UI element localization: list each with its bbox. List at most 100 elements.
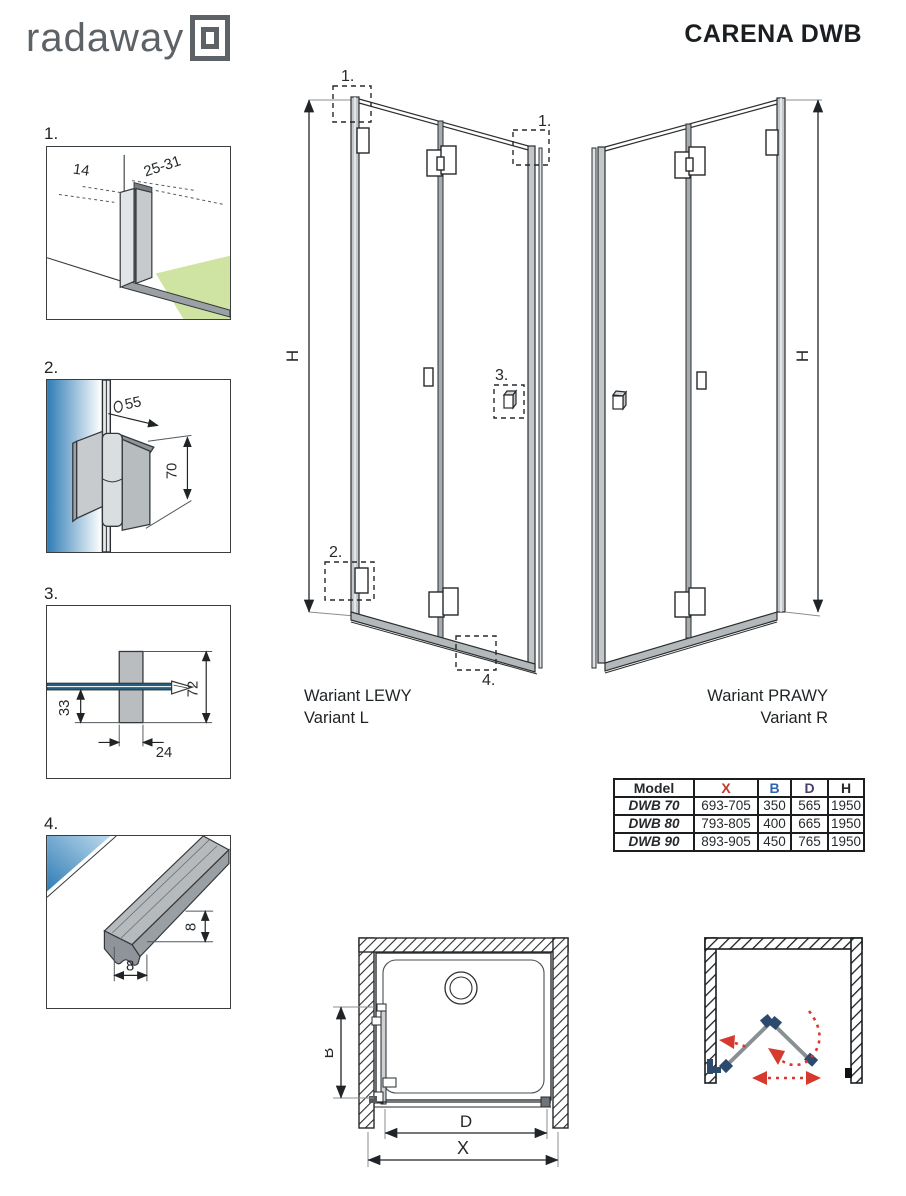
glass-edge-line [47,836,117,898]
b-cell: 400 [757,814,792,834]
h-cell: 1950 [826,832,866,852]
glass-corner [47,836,111,892]
walls [704,937,863,1084]
detail-2-label: 2. [44,358,59,377]
table-row: DWB 90 893-905 450 765 1950 [613,832,866,852]
wall-pivot-bracket [710,1067,721,1073]
hinge-dot [718,1058,734,1074]
d-cell: 765 [790,832,829,852]
glass-panel-edge [47,680,195,695]
logo-text: radaway [26,16,185,60]
d-cell: 665 [790,814,829,834]
dim-leader-lines [58,180,224,205]
hinge-body [72,430,155,532]
height-dimension: H [285,99,358,617]
page-title: CARENA DWB [684,20,862,48]
x-cell: 693-705 [693,796,759,816]
callout-1a: 1. [341,68,354,85]
wall-pivot-bracket [707,1059,713,1074]
wall-stub [845,1068,852,1078]
height-dimension: H [784,99,824,617]
wall-profile-bars [119,181,153,289]
walls [358,937,569,1129]
detail-1-wall-profile: 14 25-31 [46,146,231,320]
col-b: B [757,778,792,798]
hinge-dot [767,1015,783,1031]
detail-1-dim-14: 14 [72,162,91,180]
callout-4: 4. [482,672,495,689]
height-label-right: H [793,350,812,362]
variant-left-caption-en: Variant L [304,708,369,727]
h-cell: 1950 [826,796,866,816]
detail-3-dim-24: 24 [156,745,172,761]
detail-2-dim-70: 70 [165,463,181,479]
door-structure [350,96,543,675]
logo-square-inner [201,27,220,49]
variant-right-caption-pl: Wariant PRAWY [707,687,828,705]
detail-3-dims: 72 33 24 [57,650,213,761]
floor-green [155,255,230,319]
detail-3-section: 72 33 24 [46,605,231,779]
model-cell: DWB 90 [613,832,695,852]
detail-3-dim-72: 72 [185,681,201,697]
callout-boxes [324,85,550,671]
plan-dim-d: D [460,1112,472,1131]
b-cell: 450 [757,832,792,852]
detail-2-dim-55: 55 [123,394,142,413]
model-cell: DWB 80 [613,814,695,834]
x-cell: 793-805 [693,814,759,834]
fold-schematic [704,937,863,1085]
detail-3-label: 3. [44,584,59,603]
variant-left-diagram: H 1. 1. 3. 2. 4. [285,68,551,689]
detail-4-label: 4. [44,814,59,833]
callout-3-bracket-icon [502,389,518,410]
variant-left-caption: Wariant LEWY Variant L [304,686,412,729]
detail-1-label: 1. [44,124,59,143]
door-structure [591,97,786,674]
table-row: DWB 80 793-805 400 665 1950 [613,814,866,834]
bottom-bracket-icon [611,390,628,411]
detail-2-dims: 55 70 [108,394,192,529]
spec-table: Model X B D H DWB 70 693-705 350 565 195… [613,778,866,852]
radaway-logo: radaway [26,12,231,64]
b-cell: 350 [757,796,792,816]
plan-dimensions: B D X [325,1006,559,1167]
shower-tray [375,952,552,1101]
seal-bar [103,836,230,966]
hinges-left-door [354,127,459,618]
detail-4-dims: 8 8 [113,910,214,982]
logo-square-icon [190,15,231,61]
callout-labels: 1. 1. 3. 2. 4. [329,68,551,689]
col-h: H [826,778,866,798]
detail-1-dim-25-31: 25-31 [142,153,183,180]
hinges-right-door [674,129,779,618]
h-cell: 1950 [826,814,866,834]
detail-3-dim-33: 33 [57,700,73,716]
model-cell: DWB 70 [613,796,695,816]
folded-door-segments [707,1013,852,1078]
motion-arrows [719,1010,821,1085]
variant-left-caption-pl: Wariant LEWY [304,687,412,705]
detail-2-hinge: 55 70 [46,379,231,553]
table-header-row: Model X B D H [613,778,866,798]
detail-4-dim-8h: 8 [126,958,134,974]
plan-dim-x: X [457,1138,469,1158]
table-row: DWB 70 693-705 350 565 1950 [613,796,866,816]
door-end-cap [803,1052,819,1067]
d-cell: 565 [790,796,829,816]
variant-right-diagram: H [591,97,824,674]
variant-right-caption-en: Variant R [760,708,828,727]
detail-4-seal: 8 8 [46,835,231,1009]
detail-4-dim-8v: 8 [183,923,199,931]
plan-dim-b: B [325,1048,337,1059]
callout-1b: 1. [538,113,551,130]
folded-door-plan [369,1003,551,1108]
callout-2: 2. [329,544,342,561]
col-d: D [790,778,829,798]
variant-right-caption: Wariant PRAWY Variant R [620,686,828,729]
col-model: Model [613,778,695,798]
height-label-left: H [285,350,302,362]
col-x: X [693,778,759,798]
callout-3: 3. [495,367,508,384]
plan-view-diagram: B D X [325,937,569,1167]
